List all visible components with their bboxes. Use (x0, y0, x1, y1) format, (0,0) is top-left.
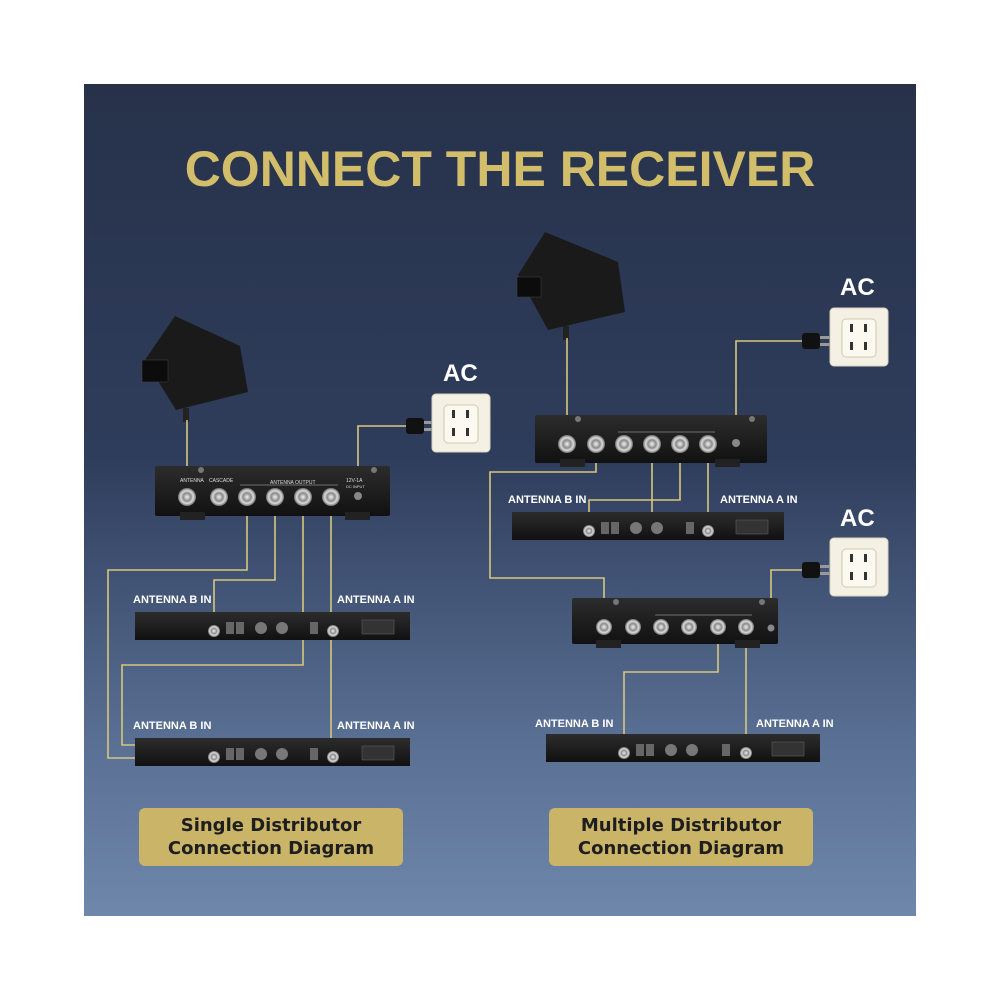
right-caption-box: Multiple Distributor Connection Diagram (549, 808, 813, 866)
right-ac-label-top: AC (840, 274, 875, 301)
distributor-cascade-port-label: CASCADE (209, 478, 234, 484)
right-receiver-1 (512, 512, 784, 540)
left-receiver-1 (135, 612, 410, 640)
left-r1-antenna-b-label: ANTENNA B IN (133, 594, 212, 606)
page-title: CONNECT THE RECEIVER (184, 141, 816, 197)
left-r1-antenna-a-label: ANTENNA A IN (337, 594, 415, 606)
right-antenna-distributor-2 (572, 598, 778, 648)
right-r1-antenna-b-label: ANTENNA B IN (508, 494, 587, 506)
right-caption-line1: Multiple Distributor (580, 815, 782, 836)
right-receiver-2 (546, 734, 820, 762)
left-caption-box: Single Distributor Connection Diagram (139, 808, 403, 866)
distributor-power-label: 12V-1A (346, 478, 363, 484)
right-paddle-antenna (516, 232, 625, 340)
left-r2-antenna-b-label: ANTENNA B IN (133, 720, 212, 732)
right-caption-line2: Connection Diagram (577, 838, 785, 859)
right-r2-antenna-b-label: ANTENNA B IN (535, 718, 614, 730)
left-ac-label: AC (443, 360, 478, 387)
distributor-output-label: ANTENNA OUTPUT (270, 480, 316, 486)
right-ac-outlet-bottom (802, 537, 889, 597)
left-receiver-2 (135, 738, 410, 766)
left-paddle-antenna (141, 316, 248, 422)
right-cables (489, 338, 803, 750)
right-r1-antenna-a-label: ANTENNA A IN (720, 494, 798, 506)
distributor-power-sub-label: DC INPUT (346, 484, 365, 489)
right-ac-label-bottom: AC (840, 505, 875, 532)
left-caption-line1: Single Distributor (180, 815, 362, 836)
distributor-antenna-port-label: ANTENNA (180, 478, 205, 484)
left-antenna-distributor: ANTENNA CASCADE ANTENNA OUTPUT 12V-1A DC… (155, 466, 390, 520)
right-ac-outlet-top (802, 307, 889, 367)
left-caption-line2: Connection Diagram (167, 838, 375, 859)
right-r2-antenna-a-label: ANTENNA A IN (756, 718, 834, 730)
left-r2-antenna-a-label: ANTENNA A IN (337, 720, 415, 732)
right-antenna-distributor-1 (535, 415, 767, 467)
left-ac-outlet (406, 393, 491, 453)
